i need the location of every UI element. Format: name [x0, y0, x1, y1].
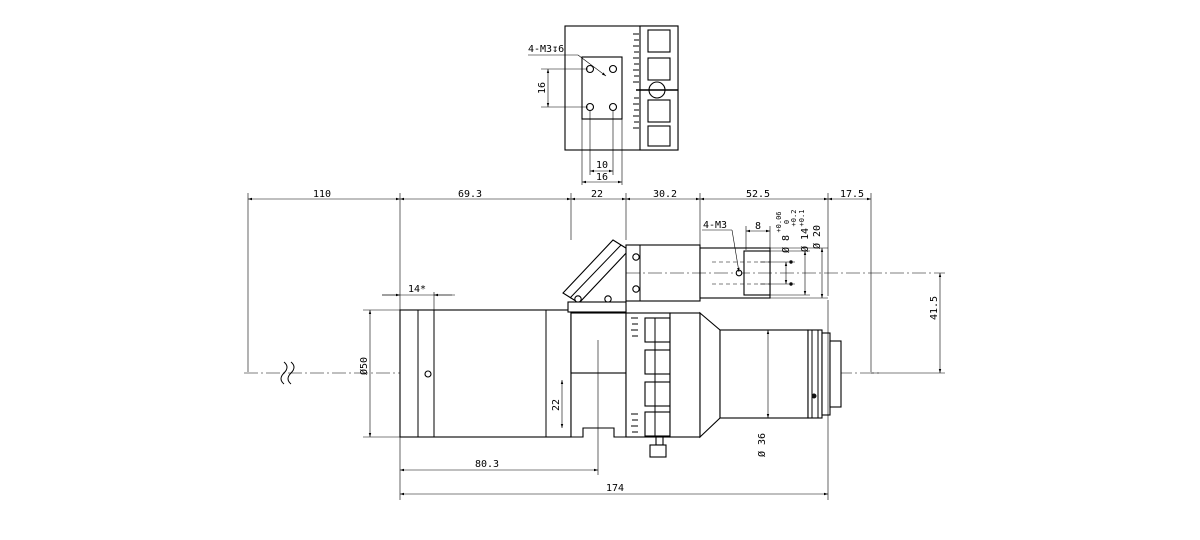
dim-174: 174 — [606, 483, 624, 494]
locking-knob — [649, 436, 667, 458]
hole-4 — [608, 102, 618, 112]
side-view — [244, 239, 945, 458]
dim-14-star: 14* — [408, 284, 426, 295]
prism-arm — [562, 239, 630, 313]
tol-14-lower: +0.1 — [798, 210, 806, 227]
tol-8-upper: +0.06 — [775, 211, 783, 232]
dim-22-top: 22 — [591, 189, 603, 200]
top-view: 4-M3↧6 16 10 16 — [528, 25, 679, 185]
dim-22-vertical: 22 — [551, 399, 562, 411]
dim-dia8: Ø 8 — [780, 235, 792, 253]
dim-dia50: Ø50 — [358, 357, 370, 375]
tol-8-lower: 0 — [783, 220, 791, 224]
top-thread-callout: 4-M3↧6 — [528, 44, 564, 55]
tol-14-upper: +0.2 — [790, 210, 798, 227]
focus-ring — [625, 312, 671, 438]
side-thread-callout: 4-M3 — [703, 220, 727, 231]
dim-dia14: Ø 14 — [799, 228, 811, 252]
top-dim-outer-width: 16 — [596, 172, 608, 183]
body-dims: 14* Ø50 22 41.5 Ø 36 80.3 174 — [358, 273, 945, 500]
dim-17-5: 17.5 — [840, 189, 864, 200]
dim-69-3: 69.3 — [458, 189, 482, 200]
dim-dia36: Ø 36 — [756, 433, 768, 457]
top-dim-height: 16 — [537, 82, 548, 94]
dim-dia20: Ø 20 — [811, 225, 823, 249]
side-mount-dims: 4-M3 8 Ø 8 +0.06 0 Ø 14 +0.2 +0.1 Ø 20 — [702, 210, 828, 299]
dim-80-3: 80.3 — [475, 459, 499, 470]
tube-screw — [424, 370, 432, 378]
top-dim-inner-width: 10 — [596, 160, 608, 171]
front-barrel — [669, 311, 842, 439]
dim-8: 8 — [755, 221, 761, 232]
focus-ring-top — [633, 25, 679, 151]
prism-housing — [570, 312, 627, 374]
dim-30-2: 30.2 — [653, 189, 677, 200]
dim-41-5: 41.5 — [929, 296, 940, 320]
dim-52-5: 52.5 — [746, 189, 770, 200]
break-symbol — [280, 361, 295, 385]
hole-2 — [608, 64, 618, 74]
dim-110: 110 — [313, 189, 331, 200]
side-mount — [625, 244, 945, 302]
top-dimension-chain: 110 69.3 22 30.2 52.5 17.5 — [247, 189, 872, 372]
